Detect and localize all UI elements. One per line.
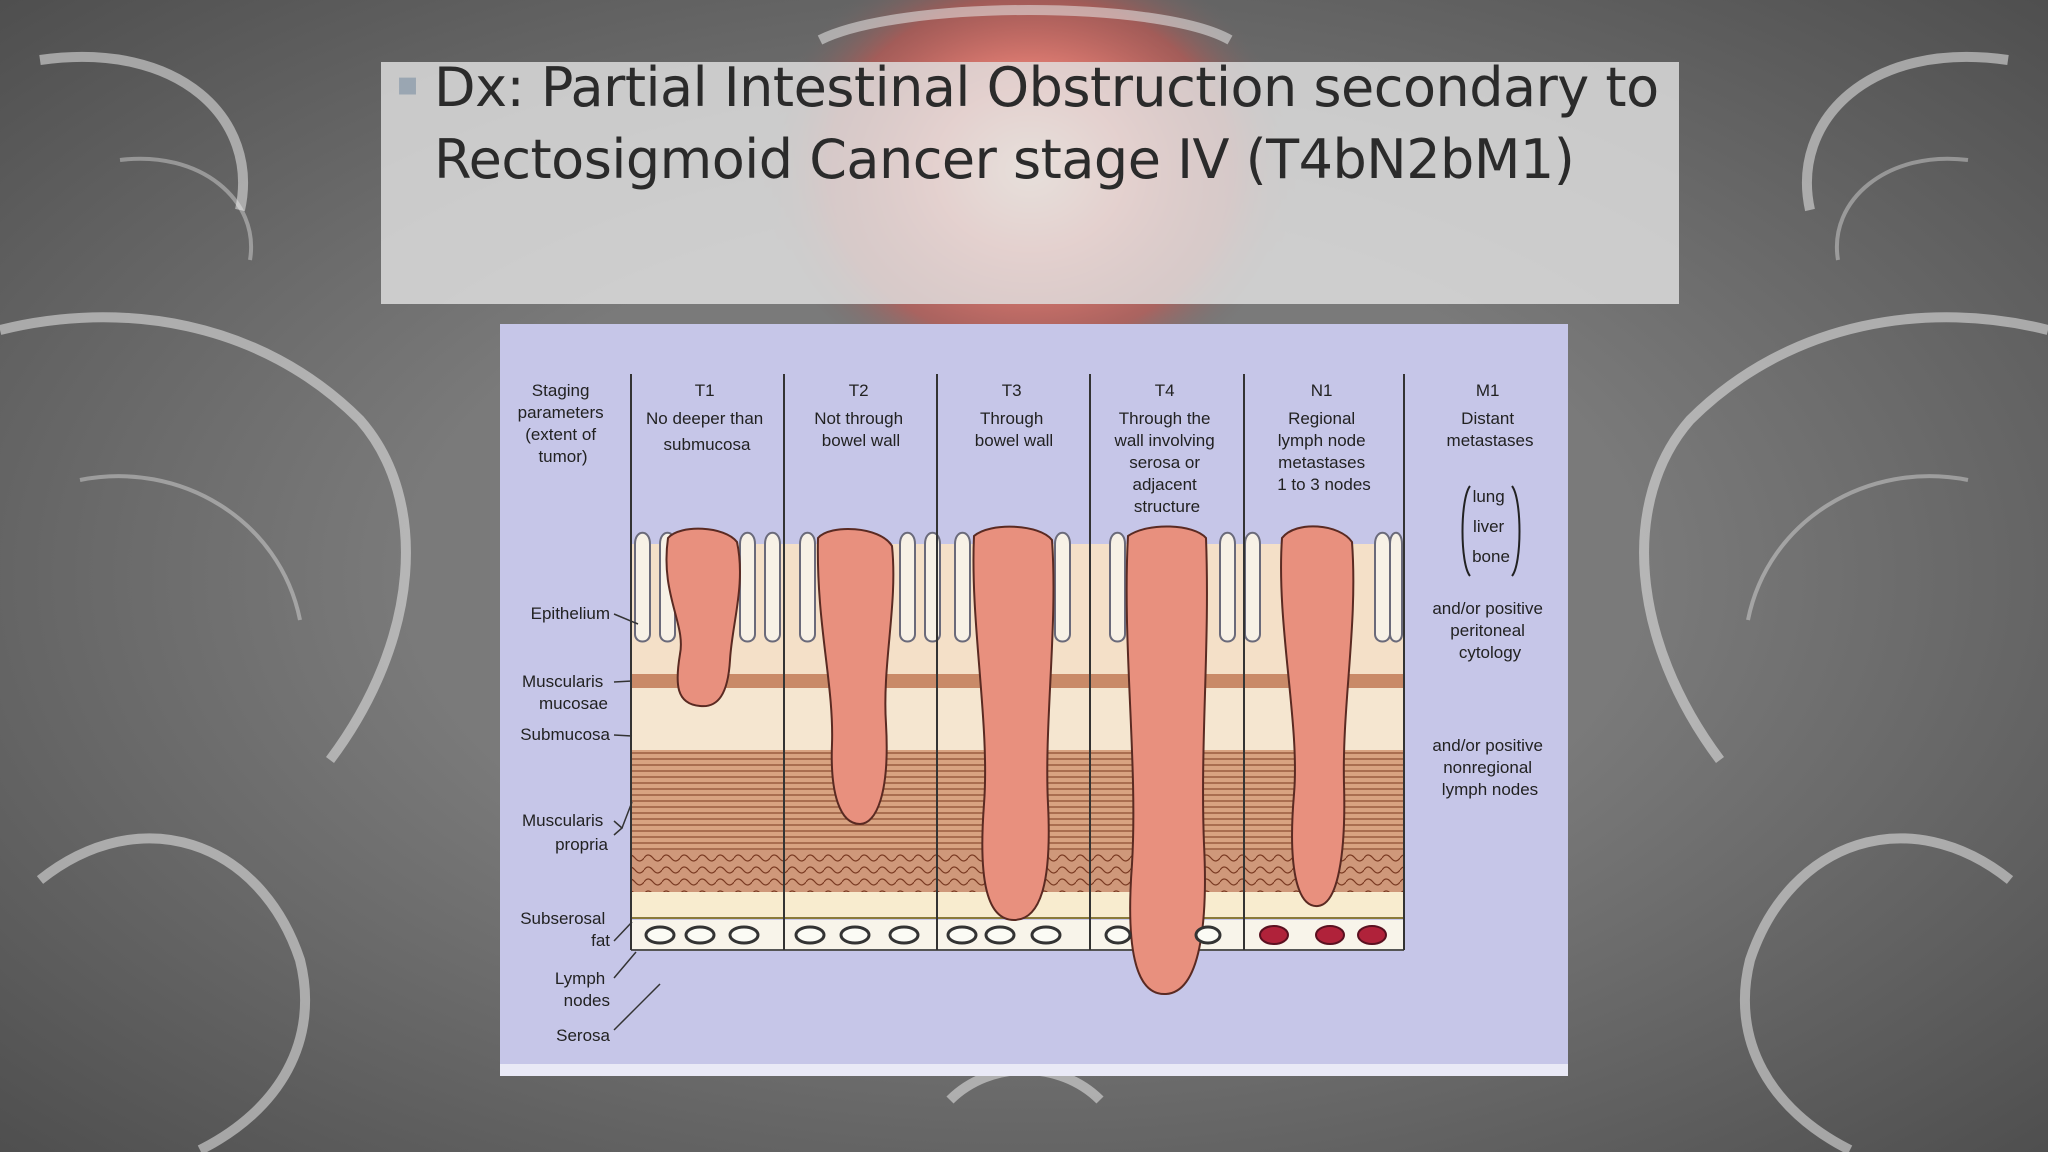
- tumor-n1: [1280, 525, 1355, 908]
- title-box: [381, 62, 1679, 304]
- column-dividers: [630, 374, 1405, 950]
- bullet-icon: ▪: [396, 64, 420, 104]
- tnm-staging-diagram: Staging parameters (extent of tumor) T1 …: [500, 324, 1568, 1076]
- title-line-2: Rectosigmoid Cancer stage IV (T4bN2bM1): [434, 128, 1575, 191]
- tumor-t3: [972, 525, 1055, 922]
- m1-bracket-left: [1461, 485, 1471, 577]
- label-epithelium: Epithelium: [531, 604, 610, 623]
- tumor-t2: [816, 528, 895, 826]
- header-t4: T4 Through the wall involving serosa or …: [1114, 381, 1220, 516]
- label-submucosa: Submucosa: [520, 725, 610, 744]
- header-m1: M1 Distant metastases: [1447, 381, 1534, 450]
- label-muscularis-mucosae: Muscularis mucosae: [522, 672, 608, 713]
- label-lymph-nodes: Lymph nodes: [555, 969, 610, 1010]
- slide-title: Dx: Partial Intestinal Obstruction secon…: [434, 52, 1664, 196]
- header-t2: T2 Not through bowel wall: [814, 381, 908, 450]
- tumor-t4: [1125, 525, 1208, 996]
- label-leader-lines: [613, 613, 661, 1031]
- tumor-t1: [665, 527, 741, 708]
- title-line-1: Dx: Partial Intestinal Obstruction secon…: [434, 56, 1659, 119]
- header-staging: Staging parameters (extent of tumor): [518, 381, 609, 466]
- lymph-nodes-positive: [1259, 925, 1387, 945]
- m1-note-peritoneal: and/or positive peritoneal cytology: [1432, 599, 1547, 662]
- header-n1: N1 Regional lymph node metastases 1 to 3…: [1277, 381, 1371, 494]
- label-muscularis-propria: Muscularis propria: [522, 811, 609, 854]
- lymph-nodes-negative: [644, 925, 1222, 945]
- m1-sites: lung liver bone: [1472, 487, 1510, 566]
- header-t3: T3 Through bowel wall: [975, 381, 1053, 450]
- m1-bracket-right: [1511, 485, 1521, 577]
- label-subserosal-fat: Subserosal fat: [520, 909, 610, 950]
- m1-note-nonregional: and/or positive nonregional lymph nodes: [1432, 736, 1547, 799]
- header-t1: T1 No deeper than submucosa: [646, 381, 768, 454]
- label-serosa: Serosa: [556, 1026, 610, 1045]
